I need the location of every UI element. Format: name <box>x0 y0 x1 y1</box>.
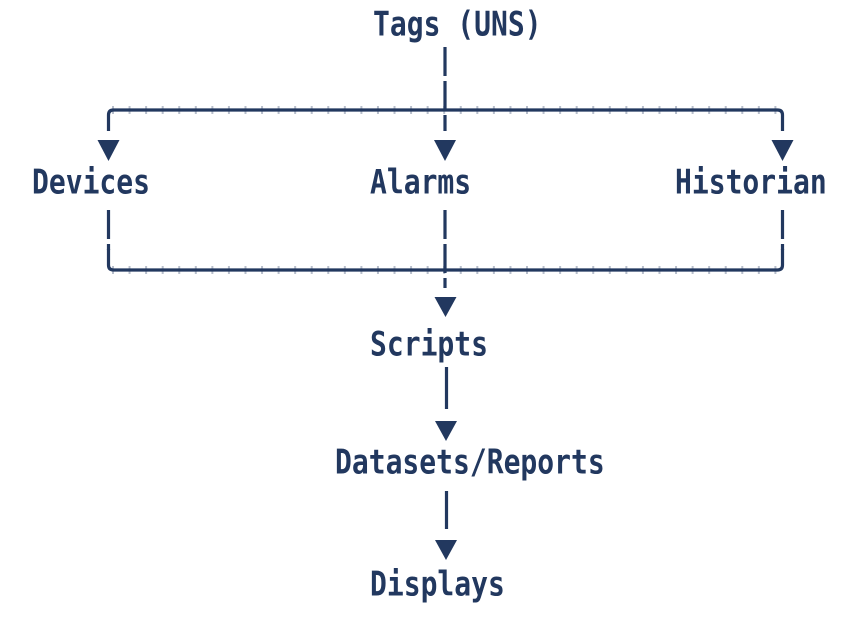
node-historian: Historian <box>675 162 827 202</box>
node-displays: Displays <box>370 564 505 604</box>
node-datasets-reports: Datasets/Reports <box>335 442 605 482</box>
arrow-down-icon-alarms <box>434 140 456 161</box>
arrow-down-icon-scripts <box>434 297 457 317</box>
node-scripts: Scripts <box>370 324 489 364</box>
branch-line-top <box>106 108 785 131</box>
merge-line-bottom <box>106 249 785 272</box>
arrow-down-icon-historian <box>771 140 794 161</box>
arrow-down-icon-devices <box>97 140 120 161</box>
node-alarms: Alarms <box>370 162 472 202</box>
node-tags: Tags (UNS) <box>373 4 542 44</box>
arrow-down-icon-displays <box>435 540 457 560</box>
arrow-down-icon-datasets <box>435 421 457 441</box>
node-devices: Devices <box>32 162 151 202</box>
